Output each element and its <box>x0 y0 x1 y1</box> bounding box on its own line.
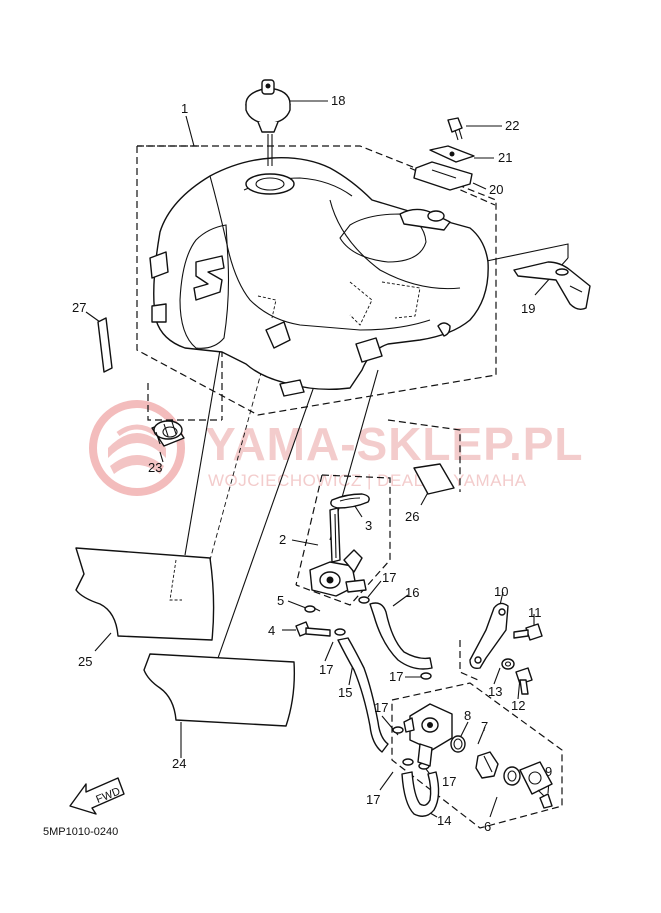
damper-20 <box>413 161 473 191</box>
washer-13 <box>501 658 515 670</box>
screw-9 <box>537 789 553 809</box>
watermark-tagline: WOJCIECHOWICZ | DEALER YAMAHA <box>208 471 527 490</box>
label-27: 27 <box>72 300 86 315</box>
label-17-b: 17 <box>319 662 333 677</box>
label-17-d: 17 <box>374 700 388 715</box>
fwd-arrow-icon: FWD <box>69 777 125 815</box>
gasket-3 <box>330 493 370 509</box>
bolt-22 <box>447 117 463 141</box>
diagram-code: 5MP1010-0240 <box>43 826 118 838</box>
label-24: 24 <box>172 756 186 771</box>
lever-7 <box>475 751 499 779</box>
o-ring-8 <box>450 735 466 753</box>
hose-14 <box>401 771 440 817</box>
label-16: 16 <box>405 585 419 600</box>
side-cover-25 <box>75 547 215 641</box>
label-20: 20 <box>489 182 503 197</box>
label-3: 3 <box>365 518 372 533</box>
screw-5 <box>304 605 321 613</box>
label-6: 6 <box>484 819 491 834</box>
label-13: 13 <box>488 684 502 699</box>
bolt-4 <box>295 621 331 637</box>
bracket-10 <box>469 602 509 670</box>
label-17-f: 17 <box>442 774 456 789</box>
watermark-logo-icon <box>89 400 185 496</box>
label-2: 2 <box>279 532 286 547</box>
hose-16 <box>369 602 433 670</box>
hose-15 <box>337 637 389 753</box>
fuel-tank <box>149 157 489 397</box>
label-17-c: 17 <box>389 669 403 684</box>
cover-guide-dashed <box>169 559 182 601</box>
label-25: 25 <box>78 654 92 669</box>
label-7: 7 <box>481 719 488 734</box>
label-17-e: 17 <box>366 792 380 807</box>
label-11: 11 <box>528 605 542 620</box>
part-labels: 1 2 3 4 5 6 7 8 9 10 11 12 13 14 15 16 1… <box>72 93 552 834</box>
pad-26 <box>413 463 455 495</box>
label-18: 18 <box>331 93 345 108</box>
label-22: 22 <box>505 118 519 133</box>
label-23: 23 <box>148 460 162 475</box>
tank-cap <box>245 79 291 166</box>
label-4: 4 <box>268 623 275 638</box>
grommet-23 <box>151 419 185 447</box>
label-9: 9 <box>545 764 552 779</box>
watermark-brand: YAMA-SKLEP.PL <box>205 418 584 470</box>
strap-27 <box>97 317 113 373</box>
fuel-cock-6 <box>403 703 453 767</box>
cap-mount-parts <box>413 117 475 191</box>
label-14: 14 <box>437 813 451 828</box>
bracket-19 <box>513 261 591 311</box>
bolt-11 <box>513 623 543 641</box>
label-19: 19 <box>521 301 535 316</box>
watermark: YAMA-SKLEP.PL WOJCIECHOWICZ | DEALER YAM… <box>89 400 584 496</box>
label-1: 1 <box>181 101 188 116</box>
label-12: 12 <box>511 698 525 713</box>
side-cover-24 <box>143 653 295 727</box>
label-26: 26 <box>405 509 419 524</box>
cock-cover-parts <box>503 761 553 809</box>
label-21: 21 <box>498 150 512 165</box>
label-15: 15 <box>338 685 352 700</box>
label-5: 5 <box>277 593 284 608</box>
fuel-cock-2 <box>309 507 367 597</box>
leader-lines <box>85 100 569 818</box>
label-8: 8 <box>464 708 471 723</box>
label-17-a: 17 <box>382 570 396 585</box>
bolt-12 <box>515 667 533 695</box>
label-10: 10 <box>494 584 508 599</box>
